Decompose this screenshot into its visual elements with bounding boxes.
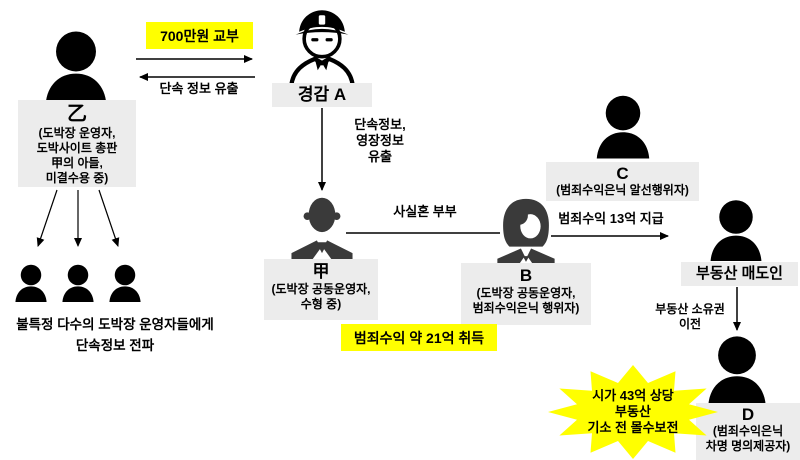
crowd-person-icon bbox=[59, 261, 97, 305]
d-name: D bbox=[741, 405, 755, 424]
seller-person-icon bbox=[700, 199, 772, 261]
b-label-box: B (도박장 공동운영자, 범죄수익은닉 행위자) bbox=[461, 263, 591, 325]
gap-person-icon bbox=[290, 192, 354, 262]
b-desc-line: (도박장 공동운영자, bbox=[476, 286, 576, 300]
proceeds-callout: 범죄수익 약 21억 취득 bbox=[341, 324, 497, 351]
tipoff2-line: 유출 bbox=[368, 149, 392, 164]
gap-desc-line: 수형 중) bbox=[300, 297, 342, 311]
spread-line: 단속정보 전파 bbox=[75, 338, 155, 353]
edge-label-transfer: 부동산 소유권 이전 bbox=[645, 302, 735, 332]
arrow-eul-to-crowd-1 bbox=[36, 189, 58, 247]
b-person-icon bbox=[493, 197, 559, 267]
c-desc-line: (범죄수익은닉 알선행위자) bbox=[556, 183, 689, 197]
edge-label-tipoff2: 단속정보, 영장정보 유출 bbox=[340, 117, 420, 165]
tipoff2-line: 영장정보 bbox=[356, 133, 404, 148]
spread-line: 불특정 다수의 도박장 운영자들에게 bbox=[16, 317, 214, 332]
gap-desc-line: (도박장 공동운영자, bbox=[271, 282, 371, 296]
edge-label-marriage: 사실혼 부부 bbox=[393, 204, 457, 219]
seizure-line: 기소 전 몰수보전 bbox=[587, 420, 679, 435]
eul-desc-line: (도박장 운영자, bbox=[38, 126, 116, 140]
police-officer-icon bbox=[286, 6, 358, 86]
eul-desc-line: 甲의 아들, bbox=[51, 156, 103, 170]
d-desc-line: 차명 명의제공자) bbox=[705, 439, 791, 453]
seizure-callout: 시가 43억 상당 부동산 기소 전 몰수보전 bbox=[548, 365, 718, 459]
eul-desc-line: 미결수용 중) bbox=[45, 171, 109, 185]
d-desc-line: (범죄수익은닉 bbox=[712, 424, 784, 438]
eul-desc-line: 도박사이트 총판 bbox=[36, 141, 118, 155]
b-desc-line: 범죄수익은닉 행위자) bbox=[472, 301, 580, 315]
c-label-box: C (범죄수익은닉 알선행위자) bbox=[546, 162, 699, 201]
seller-label-box: 부동산 매도인 bbox=[681, 262, 798, 286]
edge-label-pay13: 범죄수익 13억 지급 bbox=[558, 211, 664, 226]
c-name: C bbox=[616, 164, 629, 183]
eul-person-icon bbox=[37, 30, 115, 104]
transfer-line: 이전 bbox=[678, 317, 702, 331]
tipoff2-line: 단속정보, bbox=[354, 117, 406, 132]
crowd-person-icon bbox=[12, 261, 50, 305]
seizure-line: 시가 43억 상당 bbox=[592, 388, 674, 403]
edge-label-tipoff: 단속 정보 유출 bbox=[159, 81, 239, 96]
bribe-callout: 700만원 교부 bbox=[146, 22, 253, 49]
d-label-box: D (범죄수익은닉 차명 명의제공자) bbox=[696, 403, 800, 460]
crowd-person-icon bbox=[106, 261, 144, 305]
c-person-icon bbox=[591, 90, 655, 163]
eul-label-box: 乙 (도박장 운영자, 도박사이트 총판 甲의 아들, 미결수용 중) bbox=[18, 100, 136, 187]
gap-label-box: 甲 (도박장 공동운영자, 수형 중) bbox=[264, 259, 378, 320]
b-name: B bbox=[519, 266, 533, 285]
transfer-line: 부동산 소유권 bbox=[655, 302, 725, 316]
officer-label-box: 경감 A bbox=[272, 83, 372, 107]
gap-name: 甲 bbox=[312, 262, 330, 281]
seizure-line: 부동산 bbox=[615, 404, 651, 419]
edge-label-spread: 불특정 다수의 도박장 운영자들에게 단속정보 전파 bbox=[0, 314, 230, 356]
starburst-icon bbox=[548, 365, 718, 459]
eul-name: 乙 bbox=[67, 103, 87, 125]
arrow-eul-to-crowd-3 bbox=[98, 189, 120, 247]
